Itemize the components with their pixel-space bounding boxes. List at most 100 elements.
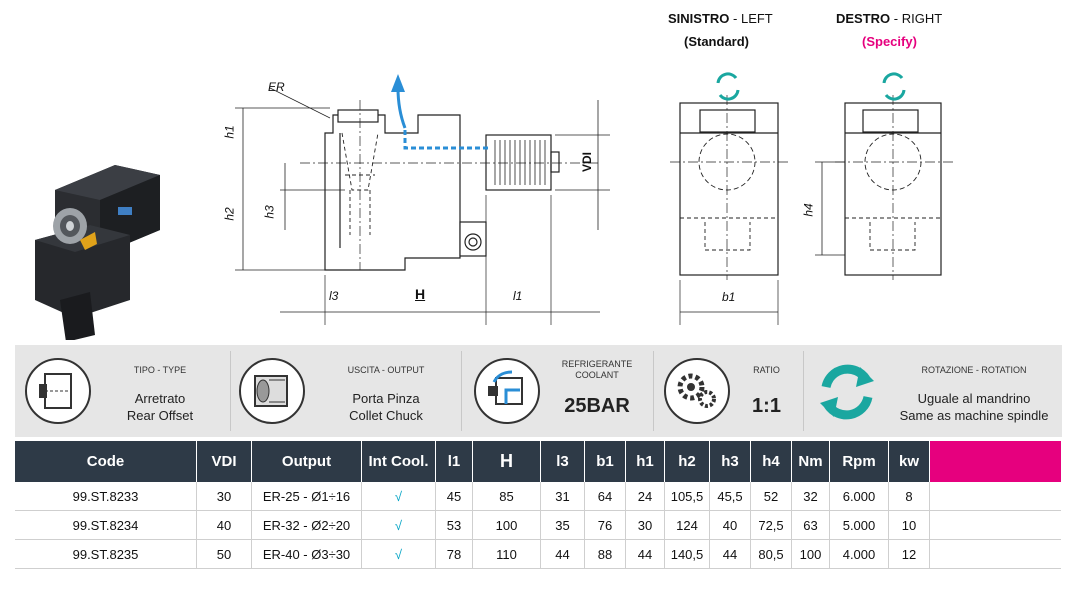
gears-icon	[664, 358, 730, 424]
cell-l1: 53	[435, 510, 473, 540]
spec-type-value-en: Rear Offset	[126, 408, 194, 423]
cell-nm: 100	[791, 539, 830, 569]
rotation-arrow-right	[882, 72, 906, 101]
cell-h1: 24	[625, 482, 665, 511]
col-h3: h3	[709, 441, 751, 482]
spec-output: USCITA - OUTPUT Porta Pinza Collet Chuck	[231, 345, 462, 437]
cell-vdi: 30	[196, 482, 252, 511]
spec-coolant-heading-it: REFRIGERANTE	[561, 359, 633, 369]
spec-output-value-it: Porta Pinza	[352, 391, 420, 406]
spec-output-value-en: Collet Chuck	[349, 408, 423, 423]
cell-b1: 64	[584, 482, 626, 511]
label-b1: b1	[722, 290, 736, 304]
rotation-arrow-left	[716, 72, 740, 101]
cell-kw: 8	[888, 482, 930, 511]
col-kw: kw	[888, 441, 930, 482]
cell-output: ER-25 - Ø1÷16	[251, 482, 362, 511]
table-row: 99.ST.8234 40 ER-32 - Ø2÷20 √ 53 100 35 …	[15, 510, 1061, 540]
cell-h2: 124	[664, 510, 710, 540]
cell-h4: 80,5	[750, 539, 792, 569]
cell-h4: 52	[750, 482, 792, 511]
spec-coolant-heading-en: COOLANT	[575, 370, 619, 380]
spec-coolant: REFRIGERANTE COOLANT 25BAR	[462, 345, 654, 437]
cell-code: 99.ST.8235	[15, 539, 197, 569]
label-l1: l1	[513, 289, 523, 303]
cell-h3: 40	[709, 510, 751, 540]
cell-l1: 45	[435, 482, 473, 511]
col-rpm: Rpm	[829, 441, 889, 482]
side-view	[235, 87, 610, 325]
product-photo	[35, 165, 160, 340]
cell-H: 100	[472, 510, 541, 540]
spec-rotation: ROTAZIONE - ROTATION Uguale al mandrino …	[804, 345, 1062, 437]
spec-rotation-value-en: Same as machine spindle	[899, 408, 1049, 423]
technical-drawing	[35, 72, 955, 340]
cell-int-cool: √	[361, 482, 436, 511]
table-row: 99.ST.8233 30 ER-25 - Ø1÷16 √ 45 85 31 6…	[15, 482, 1061, 511]
col-int-cool: Int Cool.	[361, 441, 436, 482]
cell-vdi: 40	[196, 510, 252, 540]
cell-H: 85	[472, 482, 541, 511]
cell-output: ER-40 - Ø3÷30	[251, 539, 362, 569]
cell-h2: 105,5	[664, 482, 710, 511]
cell-h3: 44	[709, 539, 751, 569]
spec-type-heading: TIPO - TYPE	[133, 365, 187, 375]
cell-H: 110	[472, 539, 541, 569]
label-h2: h2	[222, 207, 237, 221]
col-H: H	[472, 441, 541, 482]
spec-rotation-value-it: Uguale al mandrino	[917, 391, 1031, 406]
coolant-path	[391, 74, 490, 150]
cell-vdi: 50	[196, 539, 252, 569]
table-row: 99.ST.8235 50 ER-40 - Ø3÷30 √ 78 110 44 …	[15, 539, 1061, 569]
spec-ratio-value: 1:1	[752, 395, 781, 417]
cell-kw: 12	[888, 539, 930, 569]
table-header-row: Code VDI Output Int Cool. l1 H l3 b1 h1 …	[15, 441, 1061, 482]
cell-code: 99.ST.8234	[15, 510, 197, 540]
cell-nm: 32	[791, 482, 830, 511]
cell-l3: 35	[540, 510, 585, 540]
cell-empty	[929, 539, 1061, 569]
spec-type: TIPO - TYPE Arretrato Rear Offset	[15, 345, 231, 437]
cell-empty	[929, 482, 1061, 511]
collet-chuck-icon	[239, 358, 305, 424]
cell-b1: 76	[584, 510, 626, 540]
col-l1: l1	[435, 441, 473, 482]
label-h3: h3	[262, 205, 277, 219]
left-view-title: SINISTRO - LEFT	[668, 11, 773, 26]
cell-rpm: 5.000	[829, 510, 889, 540]
col-h2: h2	[664, 441, 710, 482]
cell-h1: 30	[625, 510, 665, 540]
cell-code: 99.ST.8233	[15, 482, 197, 511]
cell-l1: 78	[435, 539, 473, 569]
header-accent	[929, 441, 1061, 482]
right-front-view	[815, 95, 955, 280]
col-vdi: VDI	[196, 441, 252, 482]
spec-coolant-value: 25BAR	[564, 395, 630, 417]
cell-l3: 31	[540, 482, 585, 511]
left-front-view	[670, 95, 790, 325]
col-h4: h4	[750, 441, 792, 482]
col-h1: h1	[625, 441, 665, 482]
cell-kw: 10	[888, 510, 930, 540]
label-l3: l3	[329, 289, 339, 303]
cell-nm: 63	[791, 510, 830, 540]
cell-h2: 140,5	[664, 539, 710, 569]
specs-table: Code VDI Output Int Cool. l1 H l3 b1 h1 …	[15, 441, 1061, 569]
spec-ratio: RATIO 1:1	[654, 345, 804, 437]
col-code: Code	[15, 441, 197, 482]
cell-rpm: 6.000	[829, 482, 889, 511]
cell-h4: 72,5	[750, 510, 792, 540]
spec-output-heading: USCITA - OUTPUT	[347, 365, 425, 375]
coolant-icon	[474, 358, 540, 424]
label-H: H	[415, 286, 426, 302]
cell-rpm: 4.000	[829, 539, 889, 569]
cell-b1: 88	[584, 539, 626, 569]
cell-int-cool: √	[361, 510, 436, 540]
label-vdi: VDI	[580, 151, 595, 173]
col-nm: Nm	[791, 441, 830, 482]
cell-output: ER-32 - Ø2÷20	[251, 510, 362, 540]
col-l3: l3	[540, 441, 585, 482]
cell-empty	[929, 510, 1061, 540]
label-er: ER	[268, 80, 285, 94]
rear-offset-icon	[25, 358, 91, 424]
